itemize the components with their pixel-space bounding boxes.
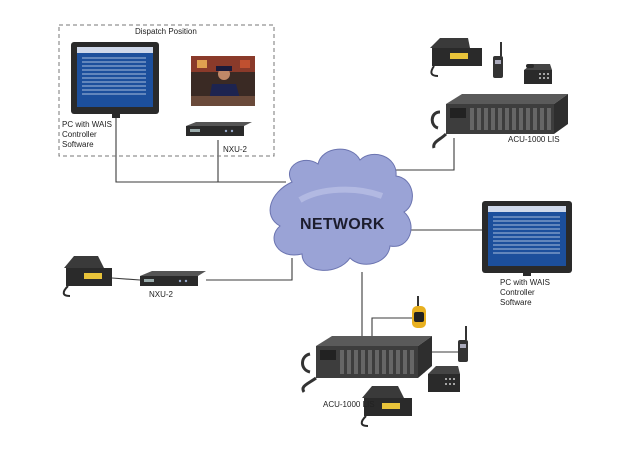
acu-top-rack-unit-icon [430,94,568,149]
pc-right-label-line: Controller [500,288,535,297]
nxu-top-network-box-icon [186,122,252,136]
acu-top-label: ACU-1000 LIS [508,135,560,144]
nxu-top-label: NXU-2 [223,145,248,154]
dispatch-position-label: Dispatch Position [135,27,197,36]
pc-top-label-line: Controller [62,130,97,139]
acu-bottom-rack-unit-icon [301,336,432,393]
acu-bottom-handheld-yellow-icon [412,296,426,328]
dispatch-monitor-icon [71,42,159,118]
acu-top-phone-icon [524,64,552,84]
link-nxu-left-to-network [206,258,293,281]
pc-right-label-line: Software [500,298,532,307]
acu-top-handheld-icon [493,42,503,78]
acu-top-radio-icon [430,38,482,77]
pc-right-monitor-icon [482,201,572,276]
nxu-left-network-box-icon [140,271,206,286]
nxu-left-label: NXU-2 [149,290,174,299]
pc-top-label-line: Software [62,140,94,149]
acu-bottom-label: ACU-1000 LIS [323,400,375,409]
link-pc-top-to-network [115,118,286,183]
network-label: NETWORK [300,216,385,233]
dispatch-position-frame [58,24,275,157]
acu-bottom-handheld-icon [458,326,468,362]
left-radio-icon [62,256,112,297]
pc-right-label-line: PC with WAIS [500,278,550,287]
acu-bottom-radio-icon [360,386,412,427]
dispatcher-photo-icon [191,56,255,106]
pc-top-label: PC with WAIS Controller Software [62,120,112,150]
pc-top-label-line: PC with WAIS [62,120,112,129]
acu-bottom-phone-icon [428,366,460,392]
pc-right-label: PC with WAIS Controller Software [500,278,550,308]
link-left-radio-to-nxu [111,277,141,281]
network-cloud-icon [269,148,413,271]
